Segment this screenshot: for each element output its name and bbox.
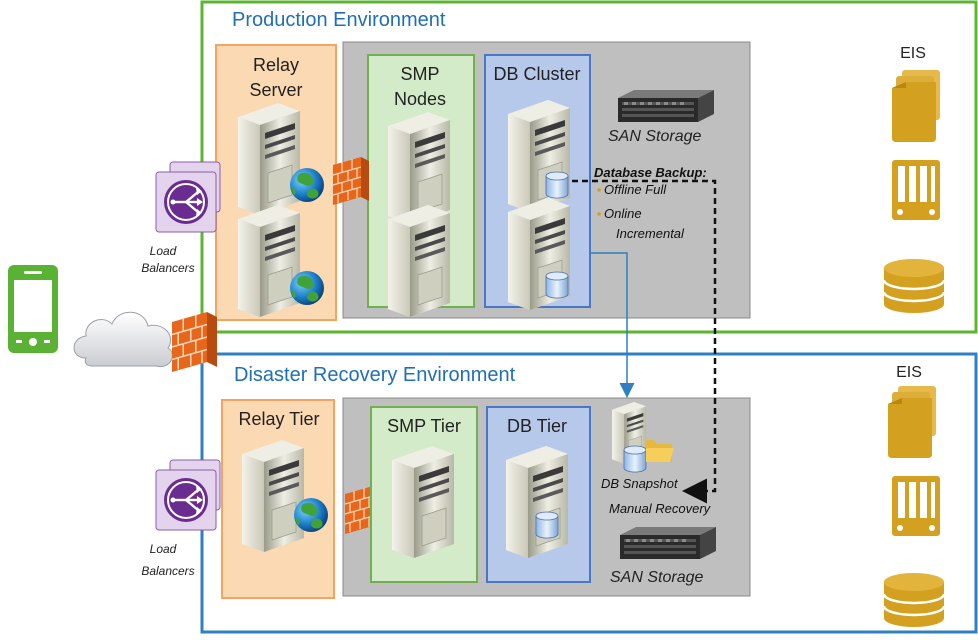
production-relay-label-2: Server: [249, 80, 302, 100]
dr-san-label: SAN Storage: [610, 569, 703, 586]
production-smp-label-1: SMP: [400, 64, 439, 84]
dr-relay-label: Relay Tier: [238, 409, 319, 429]
backup-title: Database Backup:: [594, 165, 707, 180]
backup-item-online: Online: [604, 206, 642, 221]
dr-manual-label: Manual Recovery: [609, 501, 712, 516]
relay-server-icon: [237, 102, 301, 216]
smp-node-icon: [387, 111, 451, 225]
folder-icon: [646, 440, 674, 462]
san-storage-icon: [618, 90, 714, 122]
eis-database-icon: [882, 257, 946, 315]
database-icon: [545, 271, 569, 299]
database-icon: [545, 171, 569, 199]
replication-arrow: [590, 252, 635, 398]
san-storage-icon: [620, 527, 716, 559]
load-balancer-icon: [154, 458, 222, 532]
globe-icon: [290, 271, 324, 305]
eis-files-icon: [888, 386, 936, 458]
production-title: Production Environment: [232, 9, 446, 31]
bullet-icon: [597, 188, 601, 192]
dr-title: Disaster Recovery Environment: [234, 364, 516, 386]
backup-item-incremental: Incremental: [616, 226, 685, 241]
load-balancer-icon: [154, 160, 222, 234]
production-lb-label-2: Balancers: [141, 261, 194, 275]
main-firewall-icon: [171, 311, 218, 373]
globe-icon: [290, 168, 324, 202]
dr-lb-label-2: Balancers: [141, 564, 194, 578]
relay-server-icon: [241, 439, 305, 553]
mobile-device-icon: [8, 265, 58, 353]
relay-server-icon: [237, 204, 301, 318]
smp-node-icon: [391, 445, 455, 559]
eis-database-icon: [882, 571, 946, 629]
dr-eis-label: EIS: [896, 364, 922, 381]
database-icon: [535, 511, 559, 539]
dr-lb-label-1: Load: [150, 542, 177, 556]
eis-files-icon: [892, 70, 940, 142]
db-server-icon: [505, 445, 569, 559]
dr-snapshot-label: DB Snapshot: [601, 476, 679, 491]
eis-rack-icon: [892, 160, 940, 220]
production-db-label: DB Cluster: [493, 64, 580, 84]
smp-node-icon: [387, 204, 451, 318]
dr-smp-label: SMP Tier: [387, 416, 461, 436]
backup-recovery-line: [572, 179, 717, 504]
cloud-icon: [73, 311, 173, 368]
dr-db-label: DB Tier: [507, 416, 567, 436]
production-san-label: SAN Storage: [608, 128, 701, 145]
globe-icon: [294, 498, 328, 532]
production-relay-label-1: Relay: [253, 55, 299, 75]
database-icon: [623, 445, 647, 473]
production-eis-label: EIS: [900, 45, 926, 62]
eis-rack-icon: [892, 476, 940, 536]
production-lb-label-1: Load: [150, 244, 177, 258]
production-smp-label-2: Nodes: [394, 89, 446, 109]
firewall-icon: [332, 156, 370, 206]
backup-item-offline: Offline Full: [604, 182, 667, 197]
bullet-icon: [597, 212, 601, 216]
